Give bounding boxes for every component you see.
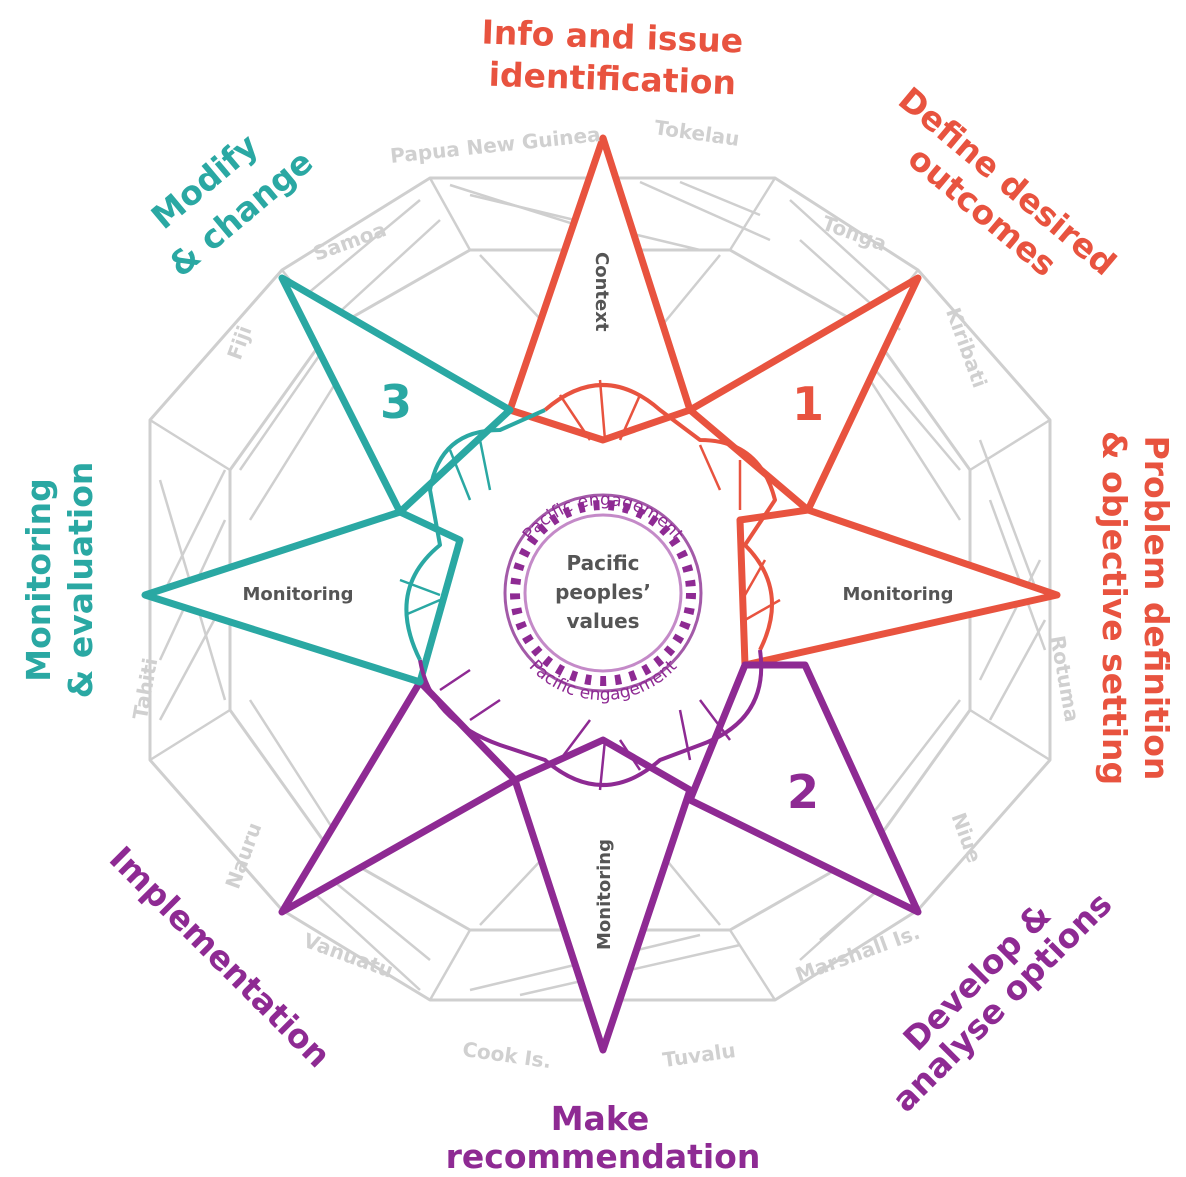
star-point-bottom <box>511 736 694 1054</box>
centre-values-line-1: Pacific <box>566 551 639 575</box>
stage-right-line-1: Problem definition <box>1137 436 1176 781</box>
star-point-left <box>141 508 464 686</box>
country-fiji: Fiji <box>222 322 256 362</box>
country-cook-islands: Cook Is. <box>461 1037 553 1073</box>
country-marshall-islands: Marshall Is. <box>792 920 923 987</box>
country-tokelau: Tokelau <box>653 115 741 151</box>
star-points <box>141 134 1061 1054</box>
star-point-top <box>506 134 694 444</box>
monitoring-right-label: Monitoring <box>843 584 954 605</box>
star-point-bottom-right <box>686 661 922 916</box>
stage-label-bottom-right: Develop & analyse options <box>884 884 1119 1119</box>
stage-bottom-line-2: recommendation <box>446 1137 761 1176</box>
inner-ring-teal <box>404 408 546 661</box>
step-number-3: 3 <box>380 375 412 429</box>
stage-left-line-2: & evaluation <box>61 462 100 699</box>
star-point-bottom-left <box>278 678 519 916</box>
centre-values-line-3: values <box>566 609 639 633</box>
stage-label-bottom: Make recommendation <box>446 1099 761 1176</box>
country-tuvalu: Tuvalu <box>661 1038 737 1072</box>
country-papua-new-guinea: Papua New Guinea <box>389 122 602 168</box>
centre-values-line-2: peoples’ <box>555 580 651 604</box>
stage-label-right: Problem definition & objective setting <box>1095 431 1176 785</box>
step-number-2: 2 <box>787 765 819 819</box>
stage-left-line-1: Monitoring <box>19 478 58 681</box>
monitoring-bottom-label: Monitoring <box>594 839 615 950</box>
stage-label-top-left: Modify & change <box>144 126 321 285</box>
stage-top-line-2: identification <box>488 55 737 103</box>
stage-top-line-1: Info and issue <box>481 12 744 60</box>
star-point-right <box>736 506 1061 669</box>
stage-bottom-right-line-2: analyse options <box>884 884 1119 1119</box>
pacific-engagement-top-label: Pacific engagement <box>519 490 687 545</box>
inner-pattern-ring <box>399 379 781 791</box>
country-nauru: Nauru <box>220 819 266 892</box>
rosette-outer <box>503 493 703 693</box>
context-label: Context <box>591 252 612 332</box>
inner-ring-purple <box>418 649 764 787</box>
stage-label-top: Info and issue identification <box>481 12 744 102</box>
centre-rosette <box>503 493 703 693</box>
rosette-dashes <box>510 500 696 686</box>
stage-bottom-line-1: Make <box>551 1099 650 1138</box>
inner-ring-hatching <box>399 379 781 791</box>
monitoring-left-label: Monitoring <box>243 584 354 605</box>
country-vanuatu: Vanuatu <box>300 928 396 983</box>
stage-label-left: Monitoring & evaluation <box>19 462 100 699</box>
country-tonga: Tonga <box>819 211 890 256</box>
stage-right-line-2: & objective setting <box>1095 431 1134 785</box>
step-number-1: 1 <box>792 377 824 431</box>
inner-ring-red <box>543 383 777 651</box>
stage-label-top-right: Define desired outcomes <box>891 79 1124 284</box>
country-tahiti: Tahiti <box>128 656 162 721</box>
rosette-inner <box>523 513 683 673</box>
